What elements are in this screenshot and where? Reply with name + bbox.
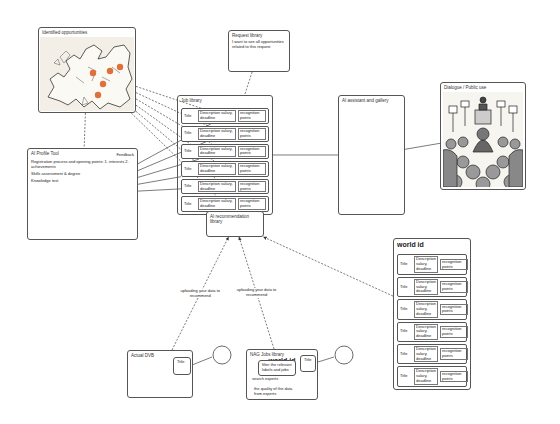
job-library-box: Job libraryTitleDescription salary, dead… [177,95,273,215]
row-cell: recognition points [440,371,468,383]
note-text: search experts [252,377,292,385]
row-cell: recognition points [238,110,266,122]
node-text: Request library [232,33,286,38]
row-cell: Title [184,167,196,172]
profile-box: AI Profile ToolFeedbackRegistration proc… [27,148,138,240]
row-cell: recognition points [440,348,468,360]
connector [263,237,393,296]
europe-map [40,37,134,111]
row-cell: Title [184,149,196,154]
listing-row: TitleDescription salary, deadlinerecogni… [397,344,467,364]
node-text: Title [177,360,187,365]
row-cell: Description salary, deadline [414,368,438,384]
spacer [397,251,467,252]
row-cell: Description salary, deadline [414,301,438,317]
listing-row: TitleDescription salary, deadlinerecogni… [181,196,269,212]
listing-row: TitleDescription salary, deadlinerecogni… [181,161,269,177]
listing-row: TitleDescription salary, deadlinerecogni… [397,366,467,386]
node-text: search experts [252,377,292,382]
edge-label: uploading your data to recommend [231,288,283,298]
listing-row: TitleDescription salary, deadlinerecogni… [181,126,269,142]
row-cell: Description salary, deadline [198,163,236,175]
node-text: Identified opportunities [42,30,132,35]
listing-row: TitleDescription salary, deadlinerecogni… [181,144,269,160]
node-text: Feedback [116,153,134,158]
node-text: Registration process and opening points:… [31,160,134,170]
row-cell: Description salary, deadline [198,181,236,193]
listing-row: TitleDescription salary, deadlinerecogni… [397,299,467,319]
row-cell: Description salary, deadline [198,128,236,140]
row-cell: Title [400,374,412,379]
row-cell: recognition points [440,304,468,316]
node-text: Job library [181,98,269,103]
node-text: I want to see all opportunities related … [232,40,286,50]
node-text: filter the relevant labels and jobs [262,363,292,373]
row-cell: Description salary, deadline [198,110,236,122]
connector [172,237,229,350]
connector [245,72,253,95]
inner-box: Title [300,355,316,372]
image-panel: Dialogue / Public use [440,82,526,190]
node-text: Skills assessment & degree [31,172,134,177]
node-text: AI recommendation library [210,214,260,225]
node-text: the quality of the data from experts [254,387,300,397]
crowd-illustration [443,92,523,187]
row-cell: Description salary, deadline [414,279,438,295]
row-cell: Description salary, deadline [414,346,438,362]
row-cell: Title [400,285,412,290]
row-cell: recognition points [238,146,266,158]
request-box: Request library I want to see all opportu… [228,30,290,72]
listing-row: TitleDescription salary, deadlinerecogni… [181,108,269,124]
row-cell: recognition points [440,326,468,338]
connector [138,177,181,185]
node-text: Title [304,358,312,363]
listing-row: TitleDescription salary, deadlinerecogni… [397,322,467,342]
dvb-box: Actual DVBTitle [127,350,193,398]
spacer [181,105,269,106]
listing-row: TitleDescription salary, deadlinerecogni… [397,277,467,297]
world-id-box: world idTitleDescription salary, deadlin… [393,238,471,390]
node-text: Knowledge test [31,179,134,184]
row-cell: Title [184,131,196,136]
filter-box: filter the relevant labels and jobs [258,360,296,376]
row-cell: Title [400,352,412,357]
row-cell: Title [184,114,196,119]
connector [84,113,85,148]
row-cell: recognition points [440,259,468,271]
connector [405,143,440,149]
row-cell: recognition points [238,198,266,210]
row-cell: recognition points [238,181,266,193]
row-cell: Title [184,202,196,207]
note-text: the quality of the data from experts [254,387,300,397]
row-cell: Description salary, deadline [198,146,236,158]
inner-box: Title [173,357,191,375]
row-cell: recognition points [238,163,266,175]
row-cell: recognition points [238,128,266,140]
row-cell: recognition points [440,281,468,293]
edge-label: uploading your data to recommend [174,289,226,299]
row-cell: Title [400,262,412,267]
row-cell: Title [400,329,412,334]
row-cell: Description salary, deadline [414,256,438,272]
row-cell: Description salary, deadline [414,324,438,340]
nag-library-box: NAG Jobs libraryworld idfilter the relev… [246,349,318,400]
node-text: AI assistant and gallery [342,98,401,103]
connector [273,154,338,155]
row-cell: Title [184,184,196,189]
listing-row: TitleDescription salary, deadlinerecogni… [397,254,467,274]
row-cell: Description salary, deadline [198,198,236,210]
connector [138,189,181,191]
assistant-box: AI assistant and gallery [338,95,405,215]
node-text: world id [397,241,467,249]
listing-row: TitleDescription salary, deadlinerecogni… [181,179,269,195]
recommendation-box: AI recommendation library [206,211,264,237]
node-text: Dialogue / Public use [444,85,522,90]
row-cell: Title [400,307,412,312]
map-panel: Identified opportunities [38,27,136,113]
